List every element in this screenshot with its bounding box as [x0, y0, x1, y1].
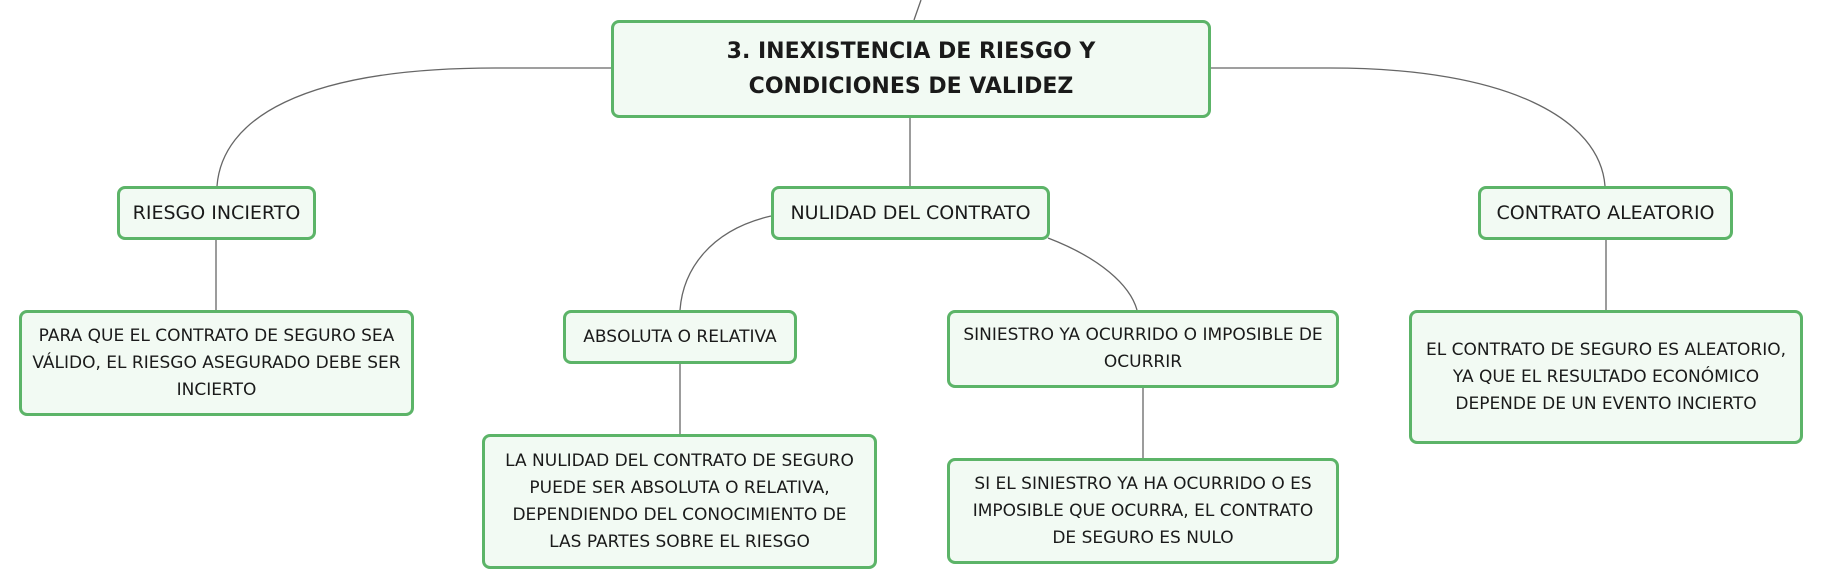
nulidad-contrato-label: NULIDAD DEL CONTRATO	[790, 202, 1031, 224]
nulidad-contrato-node[interactable]: NULIDAD DEL CONTRATO	[771, 186, 1050, 240]
root-topic-label: 3. INEXISTENCIA DE RIESGO Y CONDICIONES …	[726, 39, 1096, 99]
connector-nulidad-to-siniestro	[1047, 237, 1138, 311]
siniestro-detail-node[interactable]: SI EL SINIESTRO YA HA OCURRIDO O ES IMPO…	[947, 458, 1339, 564]
connector-root-to-contrato-aleatorio	[1211, 67, 1606, 187]
connector-nulidad-to-absoluta	[679, 215, 772, 311]
absoluta-relativa-label: ABSOLUTA O RELATIVA	[583, 326, 777, 347]
siniestro-detail-text: SI EL SINIESTRO YA HA OCURRIDO O ES IMPO…	[972, 473, 1314, 548]
siniestro-ocurrido-node[interactable]: SINIESTRO YA OCURRIDO O IMPOSIBLE DE OCU…	[947, 310, 1339, 388]
contrato-aleatorio-detail-node[interactable]: EL CONTRATO DE SEGURO ES ALEATORIO, YA Q…	[1409, 310, 1803, 444]
connector-root-to-riesgo-incierto	[216, 67, 611, 187]
contrato-aleatorio-label: CONTRATO ALEATORIO	[1496, 202, 1715, 224]
connector-parent-to-root	[913, 0, 922, 21]
riesgo-incierto-node[interactable]: RIESGO INCIERTO	[117, 186, 316, 240]
absoluta-relativa-detail-text: LA NULIDAD DEL CONTRATO DE SEGURO PUEDE …	[505, 450, 854, 552]
riesgo-incierto-detail-node[interactable]: PARA QUE EL CONTRATO DE SEGURO SEA VÁLID…	[19, 310, 414, 416]
contrato-aleatorio-node[interactable]: CONTRATO ALEATORIO	[1478, 186, 1733, 240]
absoluta-relativa-node[interactable]: ABSOLUTA O RELATIVA	[563, 310, 797, 364]
riesgo-incierto-detail-text: PARA QUE EL CONTRATO DE SEGURO SEA VÁLID…	[32, 325, 401, 400]
riesgo-incierto-label: RIESGO INCIERTO	[132, 202, 301, 224]
absoluta-relativa-detail-node[interactable]: LA NULIDAD DEL CONTRATO DE SEGURO PUEDE …	[482, 434, 877, 569]
contrato-aleatorio-detail-text: EL CONTRATO DE SEGURO ES ALEATORIO, YA Q…	[1425, 339, 1786, 414]
siniestro-ocurrido-label: SINIESTRO YA OCURRIDO O IMPOSIBLE DE OCU…	[963, 325, 1323, 372]
root-topic-node[interactable]: 3. INEXISTENCIA DE RIESGO Y CONDICIONES …	[611, 20, 1211, 118]
